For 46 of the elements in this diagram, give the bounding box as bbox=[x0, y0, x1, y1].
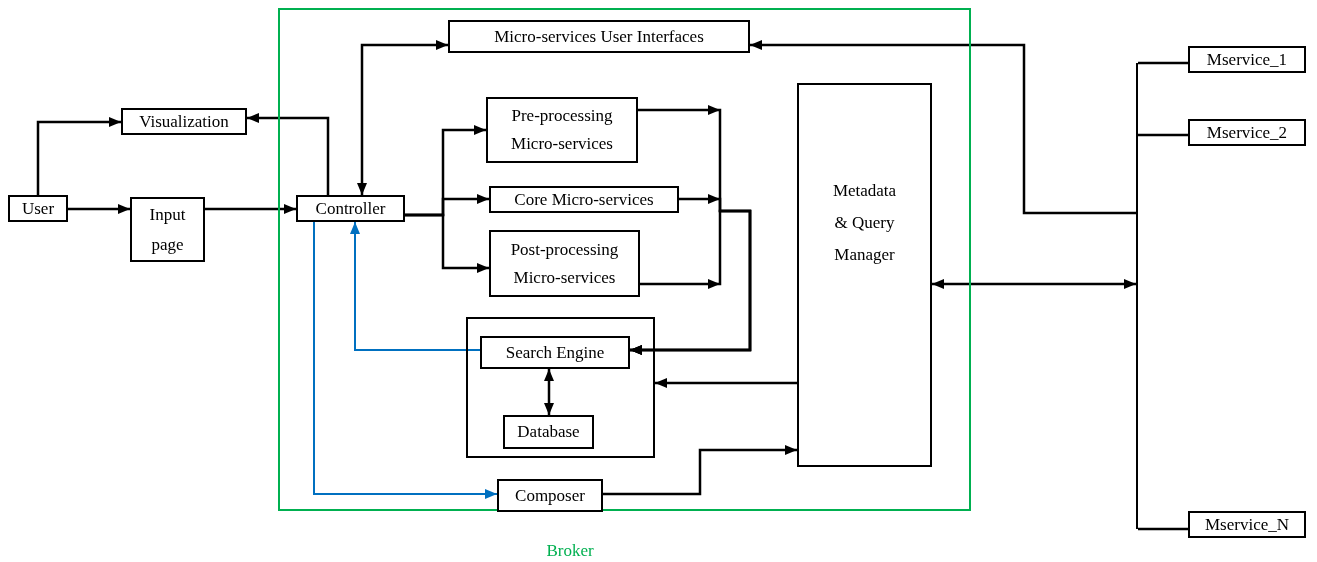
arrow bbox=[68, 204, 130, 214]
process-box bbox=[121, 108, 247, 135]
arrow bbox=[544, 369, 554, 415]
box-label: Mservice_2 bbox=[1206, 121, 1288, 144]
process-box bbox=[1188, 511, 1306, 538]
box-label: Post-processing Micro-services bbox=[509, 238, 620, 289]
process-box bbox=[1188, 46, 1306, 73]
process-box bbox=[497, 479, 603, 512]
arrow bbox=[36, 117, 121, 195]
process-box bbox=[448, 20, 750, 53]
arrow bbox=[603, 445, 797, 496]
box-label: Mservice_1 bbox=[1206, 48, 1288, 71]
frame-label: Broker bbox=[545, 540, 595, 562]
box-label: User bbox=[21, 197, 55, 220]
box-label: Search Engine bbox=[505, 341, 605, 364]
box-label: Pre-processing Micro-services bbox=[510, 105, 614, 155]
process-box bbox=[1188, 119, 1306, 146]
process-box bbox=[296, 195, 405, 222]
box-label: Input page bbox=[148, 203, 187, 256]
process-box bbox=[489, 186, 679, 213]
process-box bbox=[8, 195, 68, 222]
process-box bbox=[486, 97, 638, 163]
process-box bbox=[797, 83, 932, 467]
box-label: Database bbox=[517, 421, 580, 444]
arrow bbox=[405, 213, 489, 273]
arrow bbox=[750, 40, 1136, 215]
arrow bbox=[350, 221, 481, 351]
group-box bbox=[466, 317, 655, 458]
arrow bbox=[357, 40, 448, 195]
bus-line bbox=[1136, 63, 1138, 529]
process-box bbox=[503, 415, 594, 449]
arrow bbox=[655, 378, 797, 388]
box-label: Composer bbox=[515, 484, 585, 507]
box-label: Core Micro-services bbox=[514, 188, 654, 211]
box-label: Visualization bbox=[139, 110, 229, 133]
arrow bbox=[205, 204, 296, 214]
box-label: Metadata & Query Manager bbox=[831, 180, 898, 266]
process-box bbox=[130, 197, 205, 262]
box-label: Mservice_N bbox=[1205, 513, 1289, 536]
arrow bbox=[313, 221, 498, 499]
box-label: Micro-services User Interfaces bbox=[494, 25, 704, 48]
process-box bbox=[480, 336, 630, 369]
arrow bbox=[932, 279, 1136, 289]
box-label: Controller bbox=[315, 197, 386, 220]
arrow bbox=[247, 113, 330, 195]
process-box bbox=[489, 230, 640, 297]
